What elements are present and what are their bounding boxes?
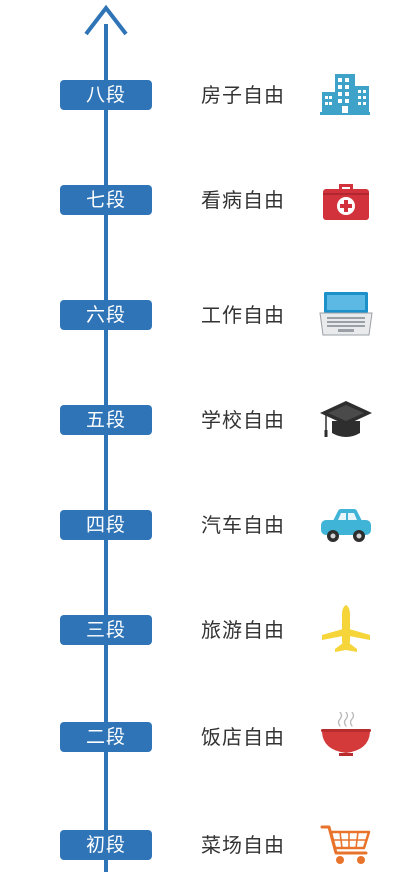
graduation-cap-icon bbox=[320, 401, 372, 437]
level-row-8: 八段 房子自由 bbox=[0, 70, 401, 120]
level-badge: 七段 bbox=[60, 185, 152, 215]
level-row-6: 六段 工作自由 bbox=[0, 290, 401, 340]
level-label: 旅游自由 bbox=[201, 618, 285, 642]
level-row-3: 三段 旅游自由 bbox=[0, 605, 401, 655]
level-label: 房子自由 bbox=[201, 83, 285, 107]
level-badge: 五段 bbox=[60, 405, 152, 435]
level-badge: 初段 bbox=[60, 830, 152, 860]
level-badge: 八段 bbox=[60, 80, 152, 110]
shopping-cart-icon bbox=[320, 825, 371, 864]
level-badge: 二段 bbox=[60, 722, 152, 752]
level-label: 饭店自由 bbox=[201, 725, 285, 749]
medical-kit-icon bbox=[323, 184, 369, 220]
level-label: 菜场自由 bbox=[201, 833, 285, 857]
level-label: 工作自由 bbox=[201, 303, 285, 327]
level-label: 学校自由 bbox=[201, 408, 285, 432]
level-badge: 六段 bbox=[60, 300, 152, 330]
airplane-icon bbox=[322, 605, 370, 652]
level-row-1: 初段 菜场自由 bbox=[0, 820, 401, 870]
level-row-7: 七段 看病自由 bbox=[0, 175, 401, 225]
level-badge: 四段 bbox=[60, 510, 152, 540]
level-label: 看病自由 bbox=[201, 188, 285, 212]
level-row-5: 五段 学校自由 bbox=[0, 395, 401, 445]
level-badge: 三段 bbox=[60, 615, 152, 645]
level-label: 汽车自由 bbox=[201, 513, 285, 537]
level-row-2: 二段 饭店自由 bbox=[0, 712, 401, 762]
laptop-icon bbox=[319, 292, 373, 336]
level-row-4: 四段 汽车自由 bbox=[0, 500, 401, 550]
bowl-icon bbox=[321, 712, 371, 756]
building-icon bbox=[320, 74, 370, 115]
axis-arrow-head bbox=[84, 4, 128, 36]
car-icon bbox=[321, 509, 371, 542]
